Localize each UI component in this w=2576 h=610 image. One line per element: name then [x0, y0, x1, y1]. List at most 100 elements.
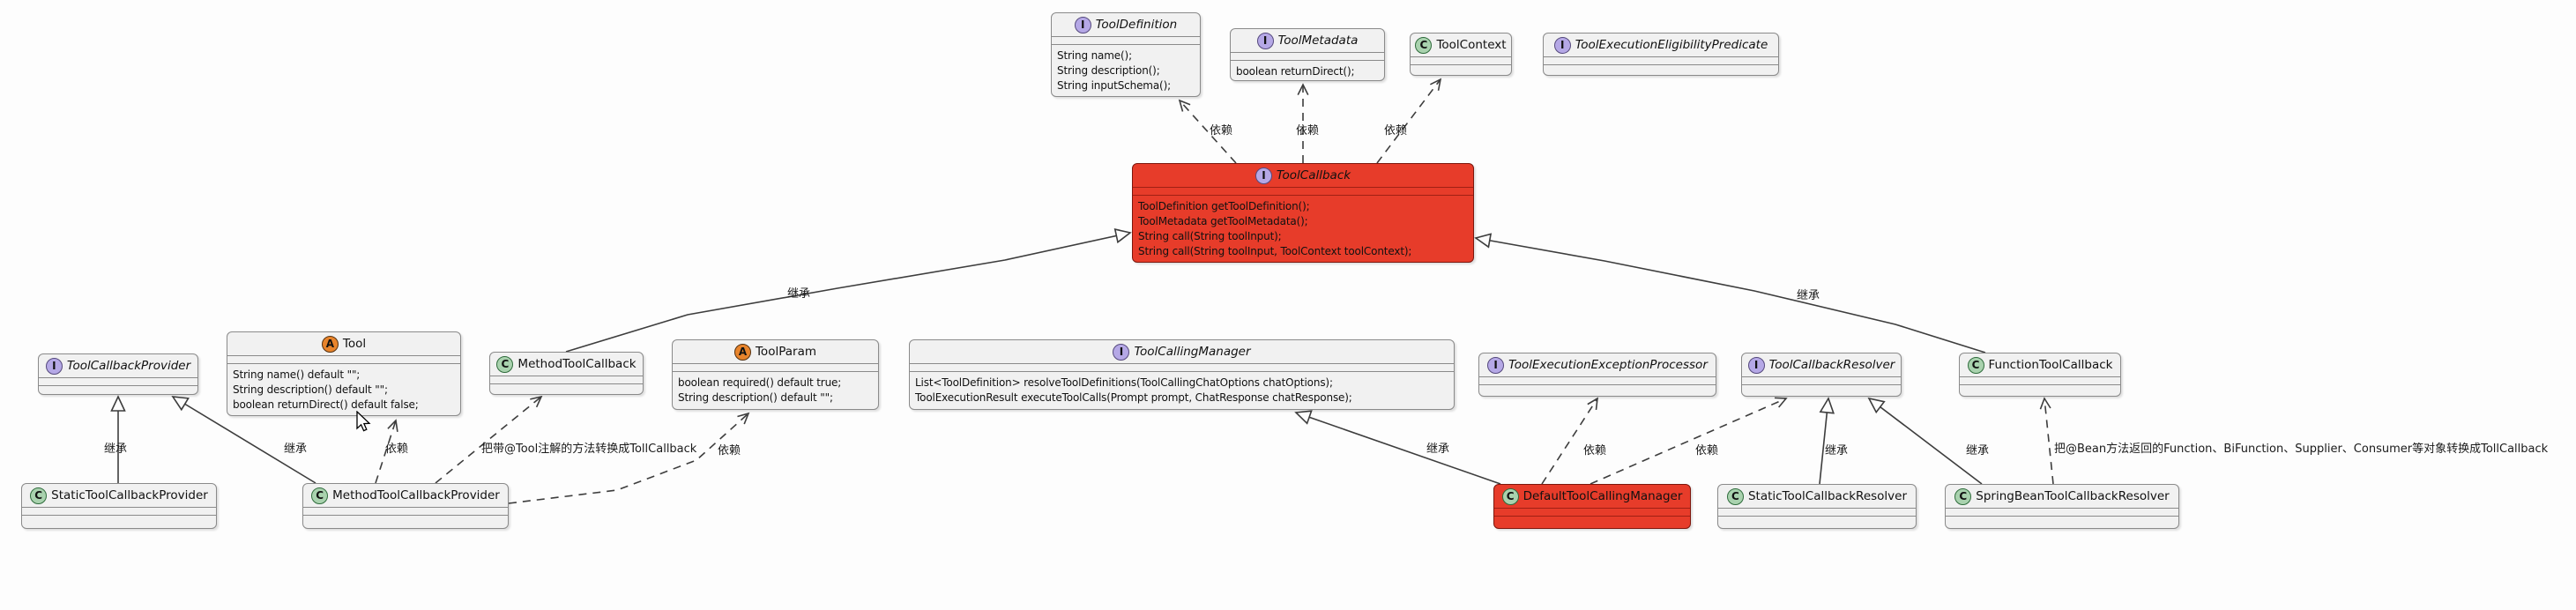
hollow-triangle-arrowhead-icon — [1294, 410, 1313, 425]
interface-icon: I — [1487, 356, 1505, 374]
class-title: I ToolCallingManager — [910, 340, 1454, 363]
edge-label: 继承 — [1966, 444, 1990, 458]
fields-compartment — [1544, 56, 1778, 64]
class-title: C SpringBeanToolCallbackResolver — [1946, 485, 2178, 508]
edge-label: 依赖 — [718, 444, 741, 458]
methods-compartment — [1544, 64, 1778, 75]
fields-compartment — [303, 507, 508, 515]
class-box-SpringBeanToolCallbackResolver: C SpringBeanToolCallbackResolver — [1945, 484, 2179, 529]
methods-compartment — [1494, 516, 1690, 528]
member-line: boolean returnDirect(); — [1236, 65, 1355, 78]
edge-label: 继承 — [1797, 289, 1820, 302]
edge-MethodToolCallbackProvider-to-Tool — [375, 420, 397, 484]
methods-compartment — [490, 383, 643, 394]
edge-MethodToolCallbackProvider-to-MethodToolCallback — [435, 396, 542, 484]
methods-compartment — [1479, 384, 1716, 396]
edge-label: 依赖 — [1296, 124, 1320, 138]
edge-SpringBeanToolCallbackResolver-to-FunctionToolCallback — [2044, 398, 2054, 485]
edge-label: 继承 — [104, 443, 128, 456]
open-arrowhead-icon — [1297, 83, 1309, 96]
fields-compartment — [227, 355, 460, 363]
class-name: MethodToolCallback — [517, 357, 637, 371]
methods-compartment — [39, 385, 197, 394]
open-arrowhead-icon — [2039, 397, 2051, 410]
interface-icon: I — [1254, 167, 1272, 184]
class-name: ToolExecutionExceptionProcessor — [1508, 358, 1708, 372]
member-line: String name() default ""; — [233, 368, 361, 381]
class-icon: C — [1501, 487, 1519, 505]
hollow-triangle-arrowhead-icon — [110, 395, 126, 412]
member-line: ToolExecutionResult executeToolCalls(Pro… — [915, 391, 1352, 404]
fields-compartment — [1742, 376, 1901, 384]
class-name: SpringBeanToolCallbackResolver — [1976, 489, 2170, 503]
member-line: String call(String toolInput, ToolContex… — [1138, 245, 1412, 257]
fields-compartment — [1231, 52, 1384, 60]
open-arrowhead-icon — [737, 412, 750, 425]
class-icon: C — [1415, 36, 1433, 54]
methods-compartment — [1946, 516, 2178, 528]
edge-label: 继承 — [1825, 444, 1849, 458]
edge-FunctionToolCallback-to-ToolCallback — [1475, 237, 1986, 353]
edge-SpringBeanToolCallbackResolver-to-ToolCallbackResolver — [1868, 398, 1983, 485]
edge-label: 依赖 — [1384, 124, 1408, 138]
class-name: ToolCallingManager — [1134, 345, 1251, 359]
class-icon: C — [30, 487, 48, 504]
class-name: Tool — [342, 337, 367, 351]
class-icon: C — [1954, 487, 1972, 505]
interface-icon: I — [1113, 343, 1130, 361]
edge-label: 依赖 — [1583, 444, 1607, 458]
member-line: ToolDefinition getToolDefinition(); — [1138, 200, 1310, 212]
class-icon: C — [311, 487, 329, 504]
fields-compartment — [1718, 508, 1916, 516]
interface-icon: I — [1553, 36, 1571, 54]
edge-DefaultToolCallingManager-to-ToolExecutionExceptionProcessor — [1541, 398, 1598, 485]
edge-MethodToolCallbackProvider-to-ToolCallbackProvider — [172, 396, 316, 484]
edge-label: 继承 — [1426, 443, 1450, 456]
edge-DefaultToolCallingManager-to-ToolCallbackResolver — [1590, 398, 1787, 485]
methods-compartment — [1742, 384, 1901, 396]
fields-compartment — [1946, 508, 2178, 516]
interface-icon: I — [1074, 16, 1091, 33]
member-line: String description() default ""; — [233, 383, 388, 396]
methods-compartment: String name() default ""; String descript… — [227, 363, 460, 415]
member-line: String description() default ""; — [678, 391, 833, 404]
methods-compartment — [1718, 516, 1916, 528]
methods-compartment — [303, 515, 508, 528]
member-line: List<ToolDefinition> resolveToolDefiniti… — [915, 376, 1333, 389]
member-line: String description(); — [1057, 64, 1160, 77]
edge-DefaultToolCallingManager-to-ToolCallingManager — [1295, 412, 1501, 485]
mouse-cursor-icon — [356, 410, 371, 435]
open-arrowhead-icon — [530, 395, 543, 408]
class-icon: C — [1967, 356, 1984, 374]
open-arrowhead-icon — [1178, 99, 1191, 112]
fields-compartment — [1133, 187, 1473, 195]
edge-label: 继承 — [787, 287, 811, 301]
hollow-triangle-arrowhead-icon — [1113, 228, 1132, 244]
edge-label: 依赖 — [1695, 444, 1719, 458]
methods-compartment: boolean returnDirect(); — [1231, 60, 1384, 80]
